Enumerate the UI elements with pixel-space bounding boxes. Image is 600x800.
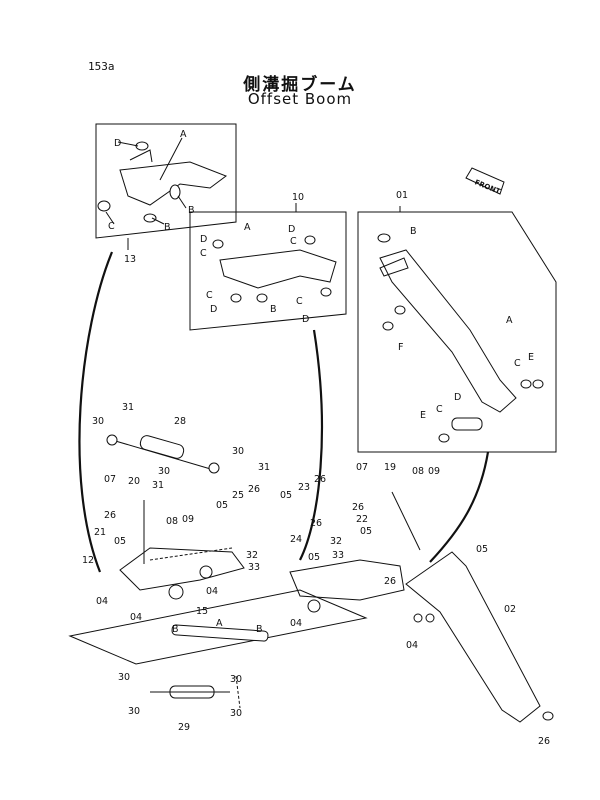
callout-01-C: C [514, 358, 521, 369]
callout-10-C: C [296, 296, 303, 307]
part-33: 33 [248, 562, 260, 573]
connector-line [78, 251, 114, 573]
part-08: 08 [412, 466, 424, 477]
part-26: 26 [352, 502, 364, 513]
cylinder-29: 30 30 30 30 29 [118, 672, 242, 733]
part-24: 24 [290, 534, 302, 545]
inset-13: D A B B C 13 [95, 123, 237, 265]
page-number: 153a [88, 60, 115, 73]
callout-13-B: B [164, 222, 171, 233]
part-07: 07 [356, 462, 368, 473]
part-26: 26 [310, 518, 322, 529]
part-07: 07 [104, 474, 116, 485]
part-26: 26 [104, 510, 116, 521]
callout-10-B: B [270, 304, 277, 315]
part-05: 05 [476, 544, 488, 555]
part-04: 04 [206, 586, 218, 597]
part-15-B: B [172, 624, 179, 635]
part-04: 04 [406, 640, 418, 651]
inset-10: 10 A D C D C C D B C D [189, 192, 347, 331]
callout-01-D: D [454, 392, 461, 403]
part-04: 04 [130, 612, 142, 623]
part-21: 21 [94, 527, 106, 538]
part-05: 05 [114, 536, 126, 547]
part-30: 30 [118, 672, 130, 683]
front-arrow-icon: FRONT [465, 167, 505, 196]
part-15: 15 [196, 606, 208, 617]
part-04: 04 [96, 596, 108, 607]
callout-10-C: C [206, 290, 213, 301]
part-05: 05 [280, 490, 292, 501]
callout-01-A: A [506, 315, 513, 326]
callout-01-F: F [398, 342, 403, 353]
callout-13-D: D [114, 138, 121, 149]
part-15-A: A [216, 618, 223, 629]
part-26: 26 [248, 484, 260, 495]
callout-10-A: A [244, 222, 251, 233]
part-08: 08 [166, 516, 178, 527]
part-26: 26 [384, 576, 396, 587]
offset-boom-arm: 05 02 04 26 [405, 544, 554, 747]
callout-13: 13 [124, 254, 136, 265]
part-30: 30 [92, 416, 104, 427]
callout-10-D: D [288, 224, 295, 235]
callout-10-D: D [210, 304, 217, 315]
part-30: 30 [232, 446, 244, 457]
part-05: 05 [216, 500, 228, 511]
callout-10-C: C [290, 236, 297, 247]
part-12: 12 [82, 555, 94, 566]
cylinder-19: 07 19 08 09 26 22 05 32 33 26 [330, 462, 440, 587]
part-31: 31 [258, 462, 270, 473]
part-31: 31 [152, 480, 164, 491]
part-09: 09 [428, 466, 440, 477]
center-bracket-assembly: 05 23 26 26 24 05 32 33 04 [246, 474, 405, 629]
callout-13-C: C [108, 221, 115, 232]
part-29: 29 [178, 722, 190, 733]
callout-01-E: E [420, 410, 426, 421]
connector-line [429, 451, 490, 563]
title-japanese: 側溝掘ブーム [243, 75, 357, 95]
part-22: 22 [356, 514, 368, 525]
part-30: 30 [158, 466, 170, 477]
part-05: 05 [360, 526, 372, 537]
part-04: 04 [290, 618, 302, 629]
left-bracket-assembly: 07 20 26 08 09 21 05 12 04 04 04 05 25 2… [82, 474, 260, 623]
part-15-B: B [256, 624, 263, 635]
part-28: 28 [174, 416, 186, 427]
part-26: 26 [314, 474, 326, 485]
callout-13-A: A [180, 129, 187, 140]
callout-10-D: D [200, 234, 207, 245]
part-09: 09 [182, 514, 194, 525]
part-32: 32 [246, 550, 258, 561]
part-30: 30 [230, 674, 242, 685]
title-english: Offset Boom [247, 90, 353, 108]
part-30: 30 [230, 708, 242, 719]
part-33: 33 [332, 550, 344, 561]
part-25: 25 [232, 490, 244, 501]
callout-01-B: B [410, 226, 417, 237]
part-32: 32 [330, 536, 342, 547]
callout-01: 01 [396, 190, 408, 201]
inset-01: 01 B A F C E D C E [357, 190, 557, 453]
part-20: 20 [128, 476, 140, 487]
part-02: 02 [504, 604, 516, 615]
callout-10-D: D [302, 314, 309, 325]
callout-10: 10 [292, 192, 304, 203]
link-15: 15 A B B [68, 589, 368, 665]
cylinder-28: 30 31 28 30 31 30 31 [92, 402, 270, 491]
callout-01-C: C [436, 404, 443, 415]
part-26: 26 [538, 736, 550, 747]
callout-13-B: B [188, 205, 195, 216]
part-31: 31 [122, 402, 134, 413]
callout-01-E: E [528, 352, 534, 363]
part-19: 19 [384, 462, 396, 473]
part-30: 30 [128, 706, 140, 717]
connector-line [299, 329, 323, 561]
part-23: 23 [298, 482, 310, 493]
part-05: 05 [308, 552, 320, 563]
callout-10-C: C [200, 248, 207, 259]
